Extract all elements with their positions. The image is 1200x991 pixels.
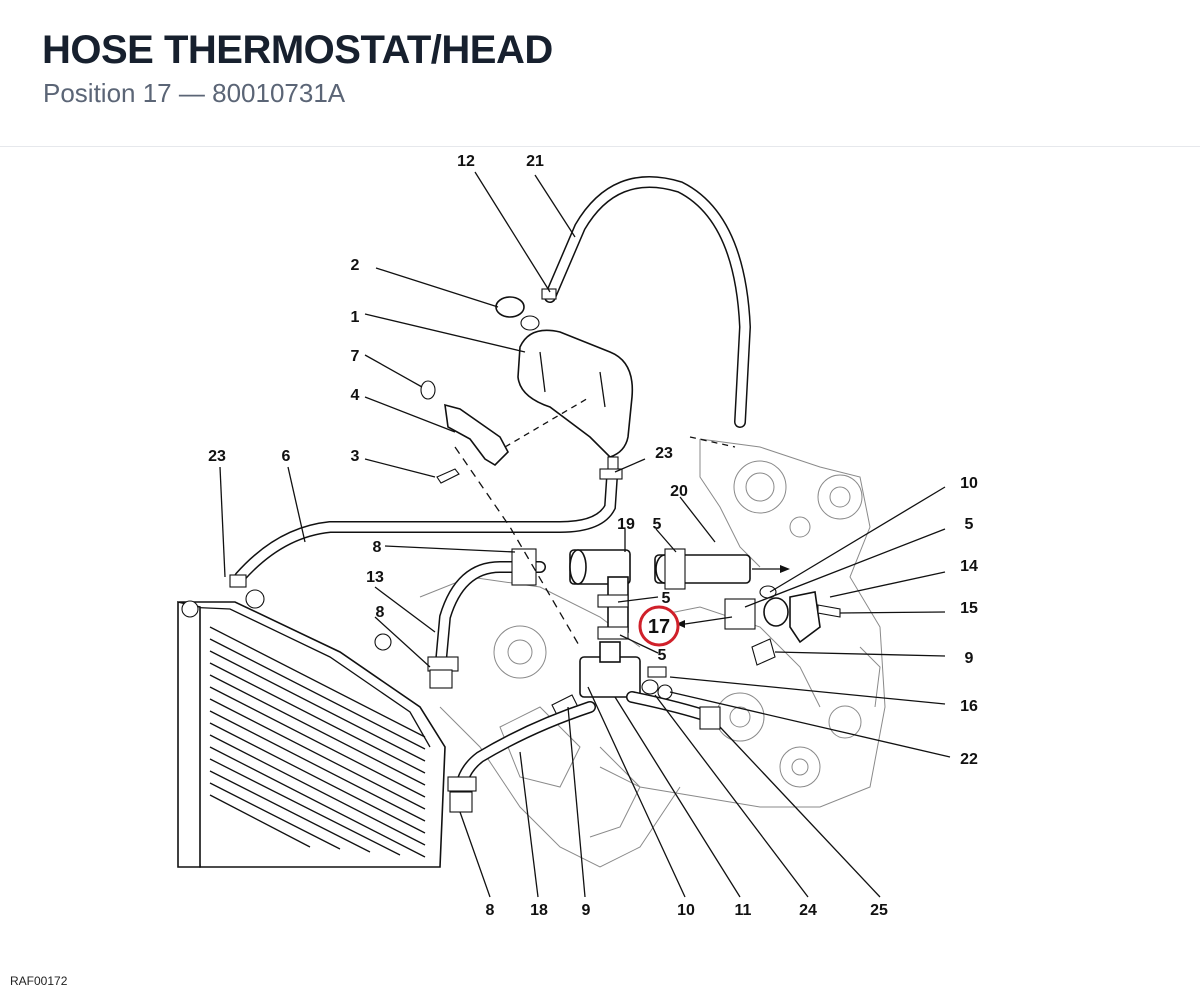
callout-label: 15	[960, 600, 978, 617]
callout-label: 8	[376, 604, 385, 621]
mounting-bracket	[420, 380, 591, 484]
callout-label: 20	[670, 483, 688, 500]
callout-label: 5	[653, 516, 662, 533]
callout-label: 12	[457, 153, 475, 170]
callout-label: 11	[735, 902, 752, 919]
callout-label: 5	[965, 516, 974, 533]
callout-label: 4	[351, 387, 360, 404]
expansion-tank	[495, 296, 634, 472]
callout-label: 16	[960, 698, 978, 715]
callout-label: 22	[960, 751, 978, 768]
highlighted-callout[interactable]: 17	[638, 605, 733, 647]
engine-outline	[419, 438, 886, 868]
callout-label: 7	[351, 348, 360, 365]
callout-label: 6	[282, 448, 291, 465]
subtitle-separator: —	[171, 78, 213, 108]
radiator	[177, 589, 446, 868]
callout-label: 9	[965, 650, 974, 667]
exploded-parts-diagram: 17 12 21 2 1 7 4 3 23 6 23 20 19 5 10 5 …	[0, 147, 1200, 991]
callout-labels: 12 21 2 1 7 4 3 23 6 23 20 19 5 10 5 8 1…	[208, 153, 978, 919]
leader-lines	[219, 171, 951, 898]
position-label: Position 17	[43, 78, 172, 108]
highlight-ring	[638, 605, 680, 647]
page-title: HOSE THERMOSTAT/HEAD	[42, 28, 553, 72]
breather-hose	[541, 176, 752, 428]
reference-code: RAF00172	[10, 974, 68, 988]
diagram-canvas: 17 12 21 2 1 7 4 3 23 6 23 20 19 5 10 5 …	[177, 153, 978, 919]
callout-label: 1	[351, 309, 360, 326]
highlight-label: 17	[648, 616, 670, 638]
callout-label: 19	[617, 516, 635, 533]
callout-label: 9	[582, 902, 591, 919]
thermostat-assembly	[434, 548, 790, 678]
callout-label: 10	[960, 475, 978, 492]
overflow-hose	[229, 468, 623, 588]
tee-fitting	[427, 594, 721, 813]
callout-label: 8	[486, 902, 495, 919]
callout-label: 13	[366, 569, 384, 586]
assembly-lines	[454, 436, 736, 648]
callout-label: 23	[655, 445, 673, 462]
callout-label: 10	[677, 902, 695, 919]
callout-label: 21	[526, 153, 544, 170]
callout-label: 23	[208, 448, 226, 465]
callout-label: 14	[960, 558, 978, 575]
callout-label: 5	[662, 590, 671, 607]
callout-label: 2	[351, 257, 360, 274]
callout-label: 8	[373, 539, 382, 556]
page-subtitle: Position 17 — 80010731A	[43, 78, 345, 109]
callout-label: 3	[351, 448, 360, 465]
callout-label: 25	[870, 902, 888, 919]
callout-label: 18	[530, 902, 548, 919]
head-fittings	[724, 585, 841, 666]
callout-label: 5	[658, 647, 667, 664]
callout-label: 24	[799, 902, 817, 919]
header: HOSE THERMOSTAT/HEAD Position 17 — 80010…	[0, 0, 1200, 147]
part-number: 80010731A	[212, 78, 346, 108]
